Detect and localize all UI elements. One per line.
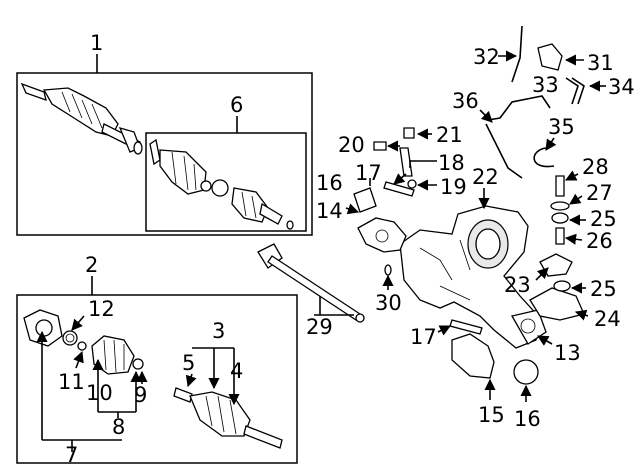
callout-33: 33: [532, 73, 559, 97]
callout-2: 2: [85, 253, 98, 277]
differential-housing: [399, 205, 547, 349]
bushing-16-top: [353, 187, 377, 213]
callout-35: 35: [548, 115, 575, 139]
callout-1: 1: [90, 31, 103, 55]
callout-19: 19: [440, 175, 467, 199]
callout-12: 12: [88, 297, 115, 321]
axle-shaft-assembly: [20, 82, 143, 155]
callout-13: 13: [554, 341, 581, 365]
callout-26: 26: [586, 229, 613, 253]
callout-34: 34: [608, 75, 635, 99]
outer-shaft-assembly: [173, 387, 283, 449]
callout-3: 3: [212, 319, 225, 343]
long-shaft: [257, 243, 365, 323]
callout-8: 8: [112, 415, 125, 439]
callout-10: 10: [86, 381, 113, 405]
callout-20: 20: [338, 133, 365, 157]
callout-28: 28: [582, 155, 609, 179]
callout-9: 9: [134, 383, 147, 407]
mount-bracket-left: [357, 217, 407, 253]
callout-15: 15: [478, 403, 505, 427]
hub-and-seal-parts: [23, 309, 87, 351]
callout-31: 31: [587, 51, 614, 75]
callout-25-bottom: 25: [590, 277, 617, 301]
callout-23: 23: [504, 273, 531, 297]
callout-36: 36: [452, 89, 479, 113]
callout-6: 6: [230, 93, 243, 117]
callout-18: 18: [438, 151, 465, 175]
callout-25-top: 25: [590, 207, 617, 231]
box-assembly-6: [145, 132, 307, 232]
leader-lines: [36, 50, 606, 452]
breather-hoses: [485, 25, 585, 179]
box-assembly-1: [16, 72, 313, 236]
callout-21: 21: [436, 123, 463, 147]
callout-27: 27: [586, 181, 613, 205]
mount-bracket-bottom: [451, 333, 539, 385]
callout-30: 30: [375, 291, 402, 315]
small-fasteners: [373, 127, 571, 335]
callout-24: 24: [594, 307, 621, 331]
callout-4: 4: [230, 359, 243, 383]
callout-16-bottom: 16: [514, 407, 541, 431]
callout-16-top: 16: [316, 171, 343, 195]
callout-14: 14: [316, 199, 343, 223]
callout-7: 7: [65, 443, 78, 467]
callout-labels: 1 6 2 12 11 10 9 8 7 3 5 4 29 30 16 14 2…: [58, 31, 635, 467]
callout-29: 29: [306, 315, 333, 339]
callout-5: 5: [182, 351, 195, 375]
inner-boot-parts: [91, 335, 144, 375]
box-assembly-2: [16, 294, 298, 464]
callout-17-bottom: 17: [410, 325, 437, 349]
boot-kit-parts: [149, 138, 294, 230]
callout-32: 32: [473, 45, 500, 69]
callout-22: 22: [472, 165, 499, 189]
callout-11: 11: [58, 370, 85, 394]
callout-17-top: 17: [355, 161, 382, 185]
